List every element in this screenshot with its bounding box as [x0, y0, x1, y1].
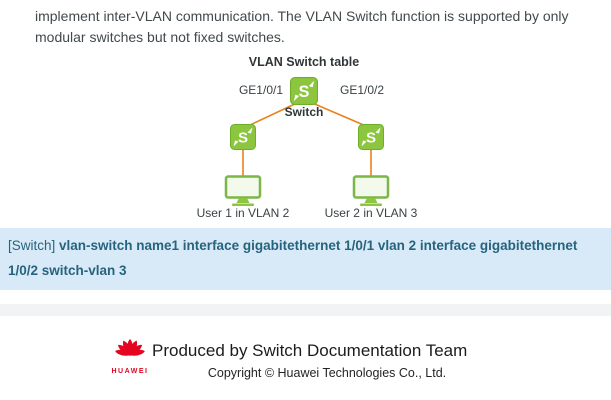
svg-text:S: S: [238, 130, 248, 147]
port-label-ge101: GE1/0/1: [238, 83, 283, 97]
svg-text:S: S: [366, 130, 376, 147]
intro-paragraph: implement inter-VLAN communication. The …: [35, 8, 569, 45]
switch-icon-left: S: [230, 124, 256, 150]
produced-by-text: Produced by Switch Documentation Team: [152, 341, 468, 360]
switch-icon-right: S: [358, 124, 384, 150]
switch-icon-top: S: [290, 77, 318, 105]
cli-prompt: [Switch]: [8, 238, 60, 253]
pc-icon-left: [222, 175, 264, 207]
copyright-text: Copyright © Huawei Technologies Co., Ltd…: [207, 366, 447, 380]
user-label-vlan3: User 2 in VLAN 3: [324, 206, 418, 220]
huawei-logo-icon: HUAWEI: [110, 334, 150, 375]
footer-divider: [0, 304, 611, 316]
diagram-title: VLAN Switch table: [248, 55, 360, 69]
port-label-ge102: GE1/0/2: [340, 83, 385, 97]
cli-command: vlan-switch name1 interface gigabitether…: [8, 238, 578, 278]
huawei-wordmark: HUAWEI: [111, 368, 149, 375]
switch-label: Switch: [284, 105, 324, 119]
cli-code-block: [Switch] vlan-switch name1 interface gig…: [0, 228, 611, 290]
user-label-vlan2: User 1 in VLAN 2: [196, 206, 290, 220]
svg-text:S: S: [299, 83, 310, 101]
pc-icon-right: [350, 175, 392, 207]
